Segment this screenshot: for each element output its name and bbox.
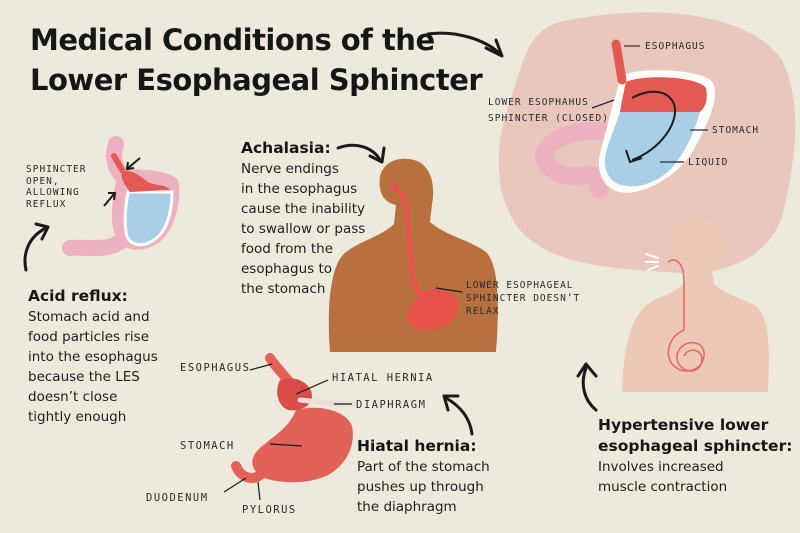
hypertensive-esophagus xyxy=(667,259,685,330)
hypertensive-text: Hypertensive lower esophageal sphincter:… xyxy=(598,415,792,497)
acid-reflux-heading: Acid reflux: xyxy=(28,287,128,305)
label-pylorus: PYLORUS xyxy=(242,504,297,516)
hernia-duodenum xyxy=(231,461,269,483)
label-diaphragm: DIAPHRAGM xyxy=(356,399,427,411)
hiatal-hernia-heading: Hiatal hernia: xyxy=(357,437,477,455)
title-line-2: Lower Esophageal Sphincter xyxy=(30,63,483,97)
acid-reflux-body: Stomach acid and food particles rise int… xyxy=(28,309,158,425)
acid-reflux-text: Acid reflux: Stomach acid and food parti… xyxy=(28,286,158,427)
hernia-stomach xyxy=(252,407,353,483)
hypertensive-heading: Hypertensive lower esophageal sphincter: xyxy=(598,416,793,455)
hiatal-hernia-body: Part of the stomach pushes up through th… xyxy=(357,459,490,515)
title-line-1: Medical Conditions of the xyxy=(30,23,435,57)
achalasia-illustration xyxy=(328,158,498,352)
hiatal-hernia-arrow xyxy=(444,396,474,436)
label-stomach-normal: STOMACH xyxy=(712,125,760,136)
hypertensive-arrow xyxy=(581,366,598,412)
normal-stomach-illustration xyxy=(535,39,715,199)
reflux-pointer-top xyxy=(127,157,141,169)
acid-reflux-arrow xyxy=(23,226,48,272)
hypertensive-illustration xyxy=(622,216,769,392)
normal-esophagus-tube xyxy=(611,39,627,85)
achalasia-arrow xyxy=(336,143,382,162)
reflux-pointer-bottom xyxy=(103,193,115,207)
hypertensive-silhouette xyxy=(622,216,769,392)
achalasia-stomach xyxy=(407,288,458,330)
hypertensive-body: Involves increased muscle contraction xyxy=(598,459,728,495)
achalasia-text: Achalasia: Nerve endings in the esophagu… xyxy=(241,138,365,299)
hypertensive-tangle xyxy=(667,329,705,372)
normal-stomach-flow-arrow xyxy=(631,90,677,161)
label-esophagus-hernia: ESOPHAGUS xyxy=(180,362,251,374)
reflux-acid xyxy=(121,170,170,192)
achalasia-heading: Achalasia: xyxy=(241,139,331,157)
acid-reflux-illustration xyxy=(62,136,180,257)
label-les-doesnt-relax: LOWER ESOPHAGEAL SPHINCTER DOESN’T RELAX xyxy=(466,280,581,317)
label-hiatal-hernia: HIATAL HERNIA xyxy=(332,372,434,384)
title-arrow xyxy=(426,31,502,56)
achalasia-esophagus xyxy=(389,181,431,299)
normal-duodenum xyxy=(535,121,621,199)
label-duodenum: DUODENUM xyxy=(146,492,209,504)
hernia-pouch xyxy=(277,378,312,411)
reflux-liquid xyxy=(123,190,174,247)
label-liquid: LIQUID xyxy=(688,157,729,168)
label-sphincter-open: SPHINCTER OPEN, ALLOWING REFLUX xyxy=(26,164,87,210)
label-sphincter-closed: LOWER ESOPHAHUS SPHINCTER (CLOSED) xyxy=(488,97,609,124)
label-stomach-hernia: STOMACH xyxy=(180,440,235,452)
hiatal-hernia-illustration xyxy=(223,353,357,501)
page-title: Medical Conditions of the Lower Esophage… xyxy=(30,20,483,100)
achalasia-body: Nerve endings in the esophagus cause the… xyxy=(241,161,366,297)
hiatal-hernia-text: Hiatal hernia: Part of the stomach pushe… xyxy=(357,436,490,517)
label-esophagus-normal: ESOPHAGUS xyxy=(645,41,706,52)
normal-stomach-acid xyxy=(620,77,707,112)
